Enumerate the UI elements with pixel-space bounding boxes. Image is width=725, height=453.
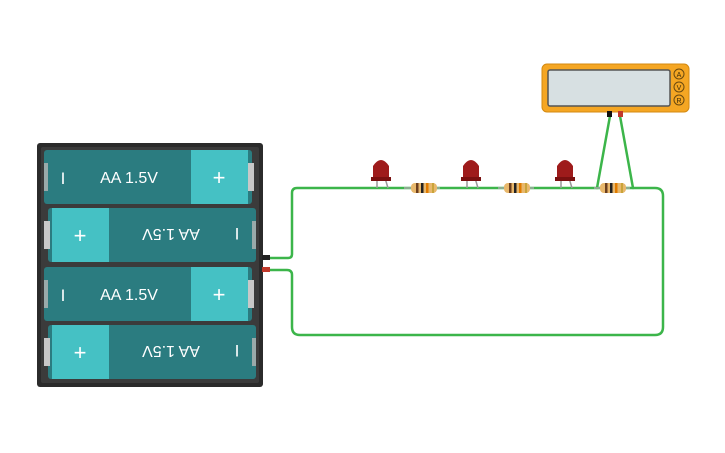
- cell-label: AA 1.5V: [100, 287, 158, 304]
- mode-a-label: A: [677, 72, 682, 79]
- cell-plus-label: +: [213, 165, 226, 190]
- battery-pack[interactable]: I AA 1.5V + I AA 1.5V + I AA 1.5V +: [37, 143, 270, 387]
- battery-terminal-red[interactable]: [262, 267, 270, 272]
- multimeter-mode-a-button[interactable]: A: [673, 68, 685, 80]
- multimeter-mode-r-button[interactable]: R: [673, 94, 685, 106]
- wire-meter-black-probe[interactable]: [595, 114, 612, 190]
- wire-meter-red-probe[interactable]: [618, 114, 635, 190]
- led-3[interactable]: [555, 160, 575, 189]
- resistor-3[interactable]: [594, 183, 630, 193]
- cell-label: AA 1.5V: [142, 342, 200, 359]
- cell-plus-label: +: [74, 223, 87, 248]
- battery-cell-2[interactable]: I AA 1.5V +: [44, 208, 256, 262]
- battery-cell-3[interactable]: I AA 1.5V +: [44, 267, 254, 321]
- battery-cell-1[interactable]: I AA 1.5V +: [44, 150, 254, 204]
- multimeter-mode-v-button[interactable]: V: [673, 81, 685, 93]
- mode-v-label: V: [677, 85, 682, 92]
- battery-cell-4[interactable]: I AA 1.5V +: [44, 325, 256, 379]
- cell-label: AA 1.5V: [100, 170, 158, 187]
- resistor-2[interactable]: [498, 183, 534, 193]
- wire-top-main[interactable]: [266, 186, 665, 337]
- cell-plus-label: +: [213, 282, 226, 307]
- cell-minus-label: I: [235, 224, 240, 243]
- resistor-1[interactable]: [404, 183, 440, 193]
- cell-minus-label: I: [235, 341, 240, 360]
- cell-label: AA 1.5V: [142, 225, 200, 242]
- multimeter-red-jack[interactable]: [618, 111, 623, 117]
- cell-minus-label: I: [61, 286, 66, 305]
- multimeter[interactable]: A V R: [541, 63, 690, 117]
- mode-r-label: R: [676, 98, 681, 105]
- battery-terminal-black[interactable]: [262, 255, 270, 260]
- multimeter-display: [547, 69, 671, 107]
- cell-minus-label: I: [61, 169, 66, 188]
- wires: [266, 114, 665, 337]
- led-1[interactable]: [371, 160, 391, 189]
- battery-holder-inner: [41, 147, 259, 383]
- led-2[interactable]: [461, 160, 481, 189]
- multimeter-black-jack[interactable]: [607, 111, 612, 117]
- cell-plus-label: +: [74, 340, 87, 365]
